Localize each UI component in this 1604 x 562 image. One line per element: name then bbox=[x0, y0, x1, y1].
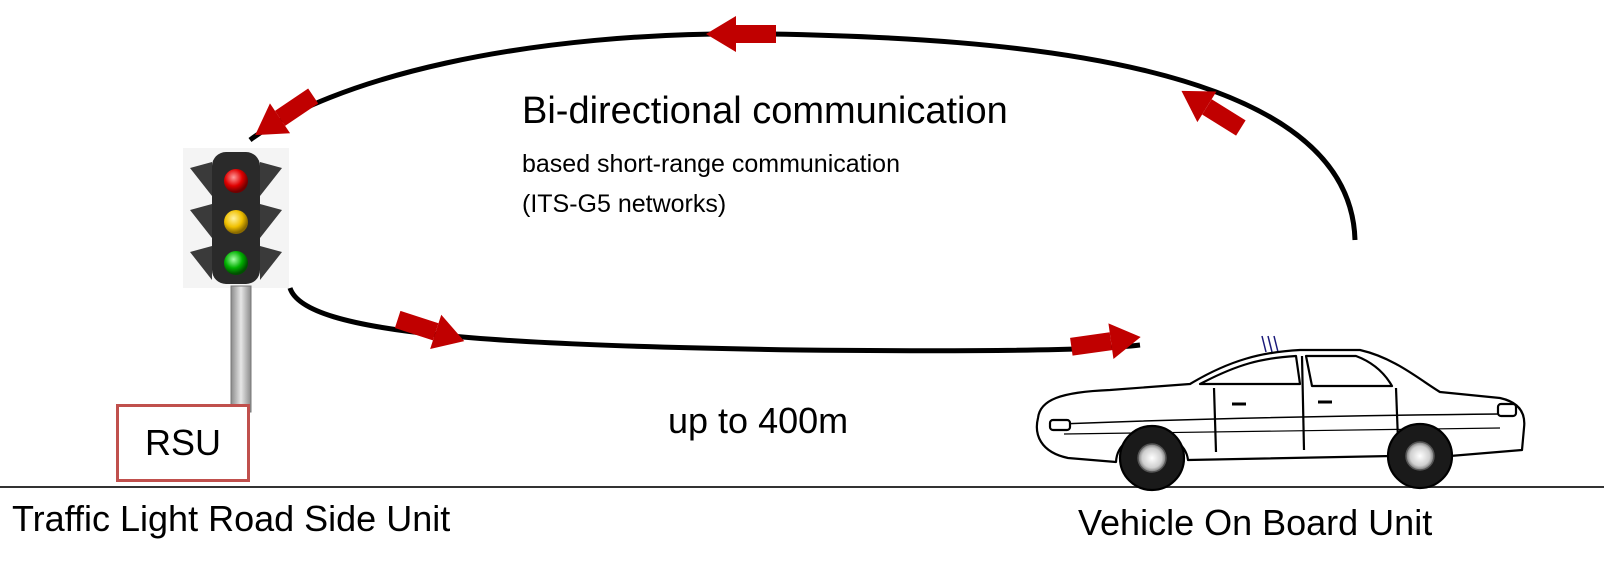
arrow-bottom-left bbox=[394, 310, 465, 349]
traffic-light-caption: Traffic Light Road Side Unit bbox=[12, 498, 451, 539]
distance-label: up to 400m bbox=[668, 400, 849, 441]
rsu-box: RSU bbox=[116, 404, 250, 482]
green-light bbox=[224, 251, 248, 275]
lower-communication-arc bbox=[287, 287, 1141, 354]
vehicle-caption: Vehicle On Board Unit bbox=[1078, 502, 1433, 543]
antenna-icon bbox=[1261, 335, 1279, 353]
diagram-title: Bi-directional communication bbox=[522, 90, 1008, 132]
subtitle-line-1: based short-range communication bbox=[522, 150, 900, 178]
traffic-light-icon bbox=[183, 148, 289, 413]
arrow-bottom-right bbox=[1070, 323, 1141, 359]
red-light bbox=[224, 169, 248, 193]
upper-communication-arc bbox=[248, 31, 1358, 241]
rsu-box-label: RSU bbox=[144, 422, 221, 463]
arrow-right-up bbox=[1181, 90, 1246, 136]
arrow-top-left bbox=[706, 16, 776, 52]
yellow-light bbox=[224, 210, 248, 234]
arrow-left-down bbox=[255, 88, 319, 136]
subtitle-line-2: (ITS-G5 networks) bbox=[522, 190, 727, 218]
car-icon bbox=[1035, 335, 1526, 492]
